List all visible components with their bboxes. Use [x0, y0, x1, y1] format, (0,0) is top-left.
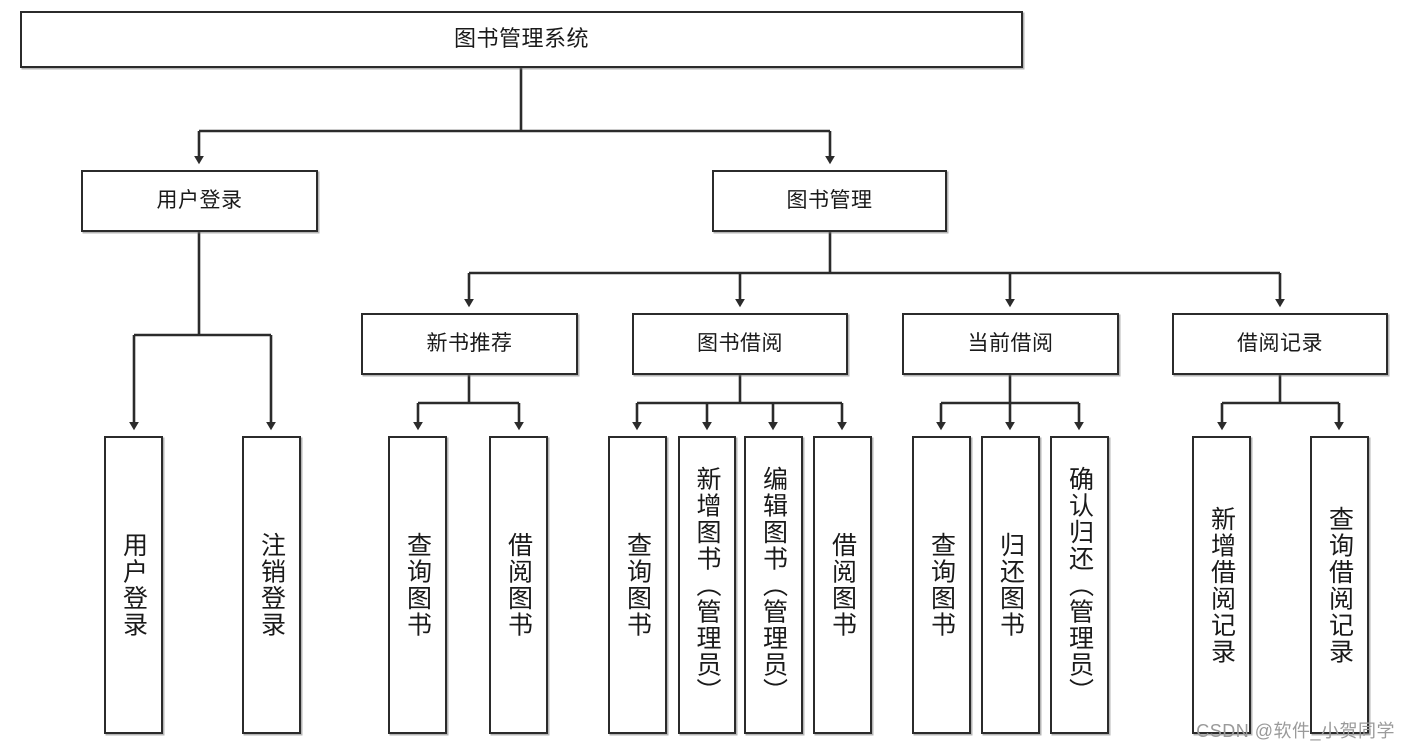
- node-label: 借阅图书: [504, 532, 533, 638]
- node-label: 图书借阅: [697, 332, 783, 356]
- leaf-current-borrow-query-books[interactable]: 查询图书: [912, 436, 971, 734]
- leaf-borrow-record-query-record[interactable]: 查询借阅记录: [1310, 436, 1369, 734]
- node-label: 用户登录: [156, 189, 243, 213]
- node-user-login[interactable]: 用户登录: [81, 170, 318, 232]
- csdn-watermark: CSDN @软件_小贺同学: [1196, 721, 1395, 741]
- node-label: 查询图书: [403, 532, 432, 638]
- leaf-new-book-query-books[interactable]: 查询图书: [388, 436, 447, 734]
- node-label: 查询图书: [927, 532, 956, 638]
- node-label: 图书管理系统: [453, 26, 589, 52]
- node-label: 新增图书（管理员）: [693, 465, 721, 705]
- node-label: 编辑图书（管理员）: [759, 465, 788, 705]
- node-borrow-records[interactable]: 借阅记录: [1172, 313, 1388, 375]
- node-book-management[interactable]: 图书管理: [712, 170, 947, 232]
- leaf-user-login-logout[interactable]: 注销登录: [242, 436, 301, 734]
- leaf-book-borrow-add-book-admin[interactable]: 新增图书（管理员）: [678, 436, 736, 734]
- node-new-book-recommendation[interactable]: 新书推荐: [361, 313, 578, 375]
- node-current-borrowing[interactable]: 当前借阅: [902, 313, 1119, 375]
- leaf-borrow-record-add-record[interactable]: 新增借阅记录: [1192, 436, 1251, 734]
- node-label: 图书管理: [786, 189, 873, 213]
- leaf-book-borrow-borrow-books[interactable]: 借阅图书: [813, 436, 872, 734]
- node-root-system[interactable]: 图书管理系统: [20, 11, 1023, 68]
- node-label: 新书推荐: [426, 332, 513, 356]
- node-label: 注销登录: [257, 532, 286, 638]
- node-label: 借阅图书: [828, 532, 857, 638]
- node-book-borrowing[interactable]: 图书借阅: [632, 313, 848, 375]
- node-label: 用户登录: [119, 532, 148, 638]
- node-label: 当前借阅: [967, 332, 1054, 356]
- leaf-current-borrow-return-books[interactable]: 归还图书: [981, 436, 1040, 734]
- node-label: 新增借阅记录: [1207, 505, 1236, 665]
- node-label: 查询借阅记录: [1325, 505, 1354, 665]
- node-label: 归还图书: [996, 532, 1025, 638]
- leaf-new-book-borrow-books[interactable]: 借阅图书: [489, 436, 548, 734]
- node-label: 查询图书: [623, 532, 652, 638]
- leaf-user-login-login[interactable]: 用户登录: [104, 436, 163, 734]
- node-label: 确认归还（管理员）: [1065, 465, 1094, 705]
- leaf-current-borrow-confirm-return-admin[interactable]: 确认归还（管理员）: [1050, 436, 1109, 734]
- leaf-book-borrow-edit-book-admin[interactable]: 编辑图书（管理员）: [744, 436, 803, 734]
- leaf-book-borrow-query-books[interactable]: 查询图书: [608, 436, 667, 734]
- node-label: 借阅记录: [1237, 332, 1323, 356]
